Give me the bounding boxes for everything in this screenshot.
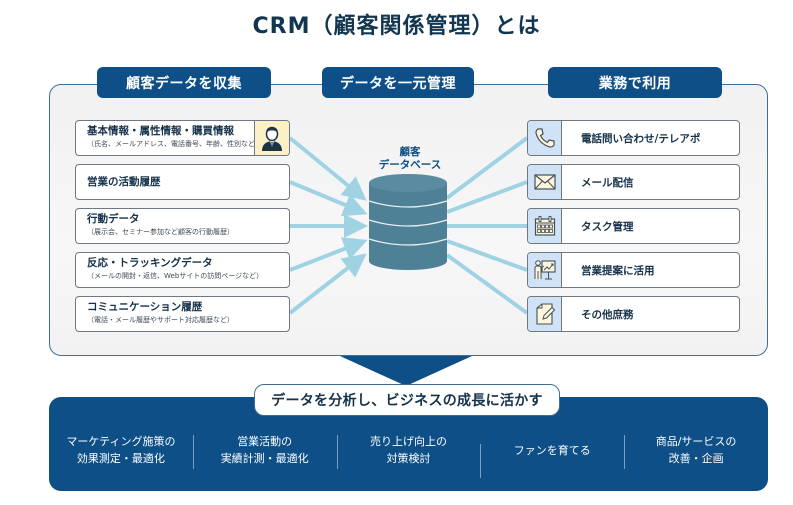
arrow-source-5 [288, 253, 367, 315]
outcome-sales-activity: 営業活動の 実績計測・最適化 [192, 433, 337, 469]
data-source-label: 行動データ [87, 213, 140, 225]
presentation-icon [528, 253, 562, 287]
use-label: タスク管理 [581, 220, 634, 233]
data-source-sub: （メールの開封・返信、Webサイトの訪問ページなど） [87, 272, 264, 280]
arrow-use-4 [446, 239, 528, 272]
use-card-phone: 電話問い合わせ/テレアポ [527, 120, 740, 156]
data-source-card-basic: 基本情報・属性情報・購買情報 （氏名、メールアドレス、電話番号、年齢、性別など） [75, 120, 290, 156]
outcome-revenue: 売り上げ向上の 対策検討 [336, 433, 481, 469]
data-source-label: 営業の活動履歴 [87, 175, 161, 188]
down-arrow-icon [340, 356, 472, 386]
use-card-task: タスク管理 [527, 208, 740, 244]
use-label: 電話問い合わせ/テレアポ [581, 132, 701, 145]
arrow-source-1 [288, 136, 367, 201]
arrow-use-2 [446, 180, 528, 214]
arrow-source-2 [289, 180, 368, 217]
use-label: その他庶務 [581, 308, 634, 321]
section-header-manage: データを一元管理 [322, 67, 474, 98]
use-card-sales-proposal: 営業提案に活用 [527, 252, 740, 288]
data-source-card-tracking: 反応・トラッキングデータ （メールの開封・返信、Webサイトの訪問ページなど） [75, 252, 290, 288]
envelope-icon [528, 165, 562, 199]
outcome-marketing: マーケティング施策の 効果測定・最適化 [66, 435, 176, 465]
use-card-misc: その他庶務 [527, 296, 740, 332]
data-source-card-communication: コミュニケーション履歴 （電話・メール履歴やサポート対応履歴など） [75, 296, 290, 332]
arrow-use-5 [445, 253, 529, 315]
use-label: メール配信 [581, 176, 634, 189]
database-label-line1: 顧客 [399, 146, 421, 158]
data-source-card-behavior: 行動データ （展示会、セミナー参加など顧客の行動履歴） [75, 208, 290, 244]
arrow-source-4 [289, 237, 368, 272]
use-card-email: メール配信 [527, 164, 740, 200]
data-source-label: 基本情報・属性情報・購買情報 [87, 125, 234, 137]
section-header-collect: 顧客データを収集 [97, 67, 271, 98]
phone-icon [528, 121, 562, 155]
database-label: 顧客 データベース [360, 146, 460, 172]
conclusion-heading: データを分析し、ビジネスの成長に活かす [254, 384, 560, 416]
outcome-fans: ファンを育てる [480, 442, 624, 478]
outcomes-list: マーケティング施策の 効果測定・最適化 営業活動の 実績計測・最適化 売り上げ向… [49, 430, 768, 478]
person-icon [254, 121, 289, 155]
data-source-card-sales-history: 営業の活動履歴 [75, 164, 290, 200]
note-edit-icon [528, 297, 562, 331]
database-icon [368, 174, 448, 270]
outcome-product: 商品/サービスの 改善・企画 [624, 433, 768, 469]
data-source-label: コミュニケーション履歴 [87, 301, 203, 313]
page-title: CRM（顧客関係管理）とは [252, 14, 541, 39]
data-source-sub: （電話・メール履歴やサポート対応履歴など） [87, 316, 234, 324]
section-header-use: 業務で利用 [548, 67, 722, 98]
data-source-sub: （展示会、セミナー参加など顧客の行動履歴） [87, 228, 234, 236]
arrow-use-1 [445, 136, 529, 200]
data-source-label: 反応・トラッキングデータ [87, 257, 213, 269]
data-source-sub: （氏名、メールアドレス、電話番号、年齢、性別など） [87, 140, 262, 148]
use-label: 営業提案に活用 [581, 264, 655, 277]
database-label-line2: データベース [378, 159, 442, 171]
calendar-icon [528, 209, 562, 243]
